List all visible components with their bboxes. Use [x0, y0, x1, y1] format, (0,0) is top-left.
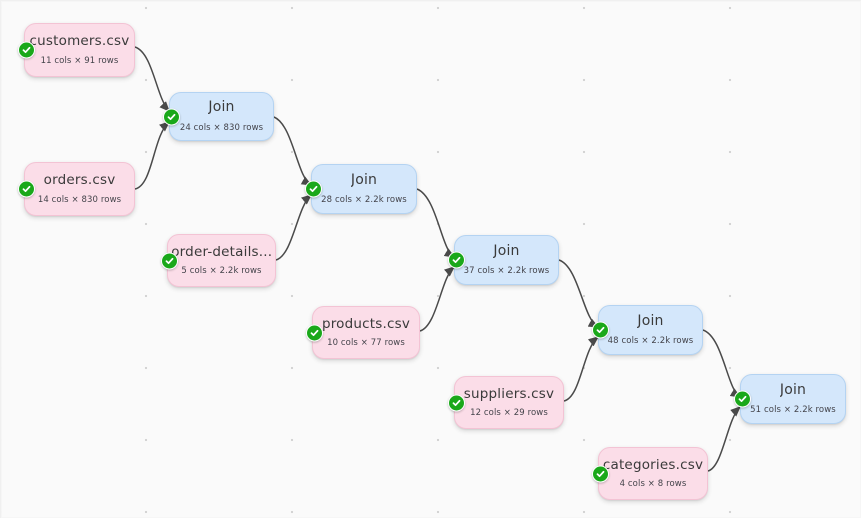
check-circle-icon: [18, 180, 35, 198]
node-join2[interactable]: Join 28 cols × 2.2k rows: [305, 164, 417, 214]
node-join5[interactable]: Join 51 cols × 2.2k rows: [734, 374, 846, 424]
node-title: Join: [637, 313, 664, 329]
node-title: suppliers.csv: [463, 386, 555, 402]
pipeline-edge[interactable]: [273, 116, 313, 186]
check-circle-icon: [306, 324, 323, 341]
pipeline-edge[interactable]: [134, 121, 170, 190]
check-circle-icon: [161, 252, 178, 269]
node-title: orders.csv: [43, 173, 116, 188]
node-stats: 48 cols × 2.2k rows: [607, 336, 694, 347]
pipeline-edge[interactable]: [563, 336, 599, 402]
pipeline-edge[interactable]: [416, 188, 456, 258]
node-order-details[interactable]: order-details.... 5 cols × 2.2k rows: [161, 234, 276, 287]
check-circle-icon: [18, 41, 35, 59]
node-title: Join: [350, 172, 378, 188]
check-circle-icon: [163, 108, 180, 125]
pipeline-edge[interactable]: [134, 46, 170, 112]
pipeline-edge[interactable]: [419, 266, 455, 332]
node-stats: 28 cols × 2.2k rows: [321, 195, 407, 206]
node-stats: 24 cols × 830 rows: [179, 122, 264, 133]
node-stats: 4 cols × 8 rows: [619, 479, 687, 490]
check-circle-icon: [592, 321, 609, 339]
pipeline-edge[interactable]: [707, 406, 741, 472]
node-stats: 5 cols × 2.2k rows: [181, 266, 262, 277]
node-stats: 12 cols × 29 rows: [470, 408, 548, 419]
node-join3[interactable]: Join 37 cols × 2.2k rows: [448, 235, 559, 285]
node-title: customers.csv: [29, 34, 130, 49]
node-title: order-details....: [171, 244, 272, 260]
node-stats: 11 cols × 91 rows: [40, 55, 119, 66]
pipeline-edge[interactable]: [702, 329, 742, 398]
check-circle-icon: [592, 465, 609, 482]
node-suppliers[interactable]: suppliers.csv 12 cols × 29 rows: [448, 376, 564, 429]
node-orders[interactable]: orders.csv 14 cols × 830 rows: [18, 162, 135, 216]
pipeline-edge[interactable]: [275, 194, 312, 261]
node-stats: 51 cols × 2.2k rows: [750, 405, 836, 416]
node-title: Join: [779, 382, 807, 398]
node-title: categories.csv: [602, 457, 704, 473]
pipeline-edge[interactable]: [558, 259, 600, 328]
check-circle-icon: [305, 180, 322, 198]
node-products[interactable]: products.csv 10 cols × 77 rows: [306, 306, 420, 359]
check-circle-icon: [734, 390, 751, 408]
node-customers[interactable]: customers.csv 11 cols × 91 rows: [18, 23, 135, 77]
node-title: Join: [493, 243, 520, 259]
check-circle-icon: [448, 394, 465, 411]
node-stats: 14 cols × 830 rows: [37, 194, 122, 205]
node-title: Join: [208, 100, 235, 116]
node-join1[interactable]: Join 24 cols × 830 rows: [163, 92, 274, 141]
node-join4[interactable]: Join 48 cols × 2.2k rows: [592, 305, 703, 355]
node-stats: 10 cols × 77 rows: [327, 338, 405, 349]
node-categories[interactable]: categories.csv 4 cols × 8 rows: [592, 447, 708, 500]
node-stats: 37 cols × 2.2k rows: [463, 266, 550, 277]
check-circle-icon: [448, 251, 465, 269]
node-title: products.csv: [321, 316, 411, 332]
